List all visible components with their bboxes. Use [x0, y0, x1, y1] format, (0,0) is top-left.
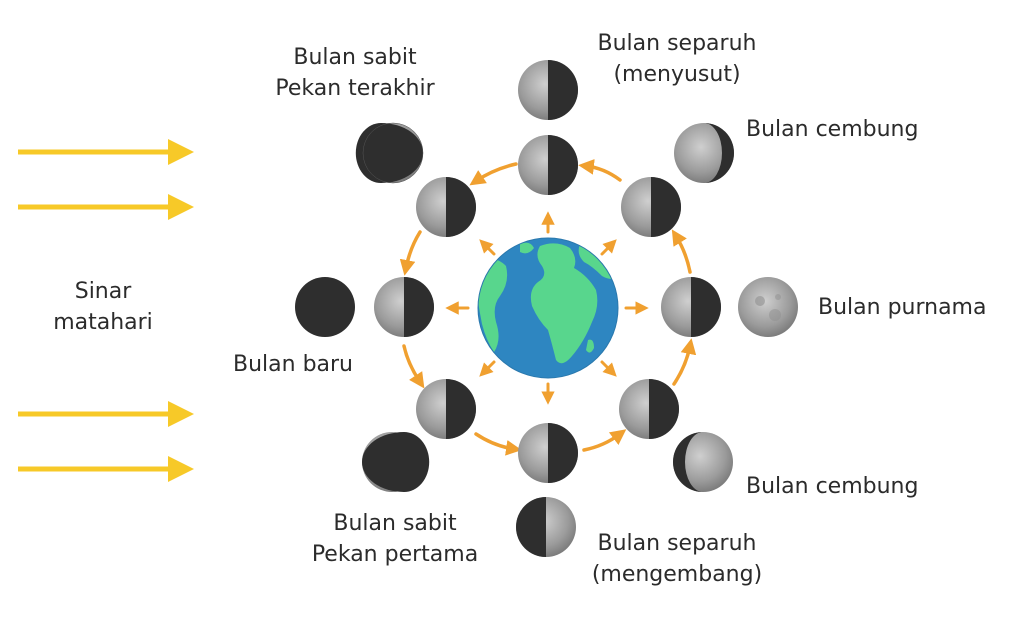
orbit-arrow-icon [479, 239, 496, 256]
orbit-arrow-icon [582, 429, 627, 452]
orbit-arrow-icon [600, 239, 617, 256]
sun-ray-arrow-icon [18, 456, 194, 482]
moon-phase-icon [738, 277, 798, 337]
moon-phase-icon [355, 122, 424, 184]
sun-label: Sinar matahari [53, 276, 153, 338]
orbit-arrow-icon [672, 338, 697, 386]
label-line: Bulan purnama [818, 295, 987, 320]
moon-phase-icon [374, 277, 434, 337]
sun-label-line: matahari [53, 310, 153, 335]
label-third-quarter: Bulan separuh (menyusut) [598, 28, 757, 90]
label-line: Bulan separuh [597, 531, 757, 556]
moon-phase-icon [416, 177, 476, 237]
moon-phase-icon [518, 423, 578, 483]
label-waxing-crescent: Bulan sabit Pekan pertama [312, 508, 478, 570]
label-full-moon: Bulan purnama [818, 292, 986, 323]
label-first-quarter: Bulan separuh (mengembang) [592, 528, 762, 590]
label-waning-crescent: Bulan sabit Pekan terakhir [275, 42, 434, 104]
moon-phase-icon [516, 497, 576, 557]
sun-ray-arrow-icon [18, 401, 194, 427]
label-gibbous-top: Bulan cembung [746, 114, 918, 145]
label-gibbous-bottom: Bulan cembung [746, 471, 918, 502]
label-line: Bulan sabit [293, 45, 417, 70]
inner-moons [374, 135, 721, 483]
sun-ray-arrow-icon [18, 194, 194, 220]
orbit-arrow-icon [474, 432, 522, 456]
orbit-arrow-icon [399, 230, 422, 276]
orbit-arrows [399, 159, 697, 456]
sun-ray-arrow-icon [18, 139, 194, 165]
moon-phase-icon [518, 60, 578, 120]
moon-phase-icon [619, 379, 679, 439]
moon-phase-icon [673, 432, 733, 492]
orbit-arrow-icon [402, 344, 425, 389]
label-line: (menyusut) [613, 62, 741, 87]
outer-moons [295, 60, 798, 557]
orbit-arrow-icon [600, 360, 617, 377]
label-line: (mengembang) [591, 562, 763, 587]
label-new-moon: Bulan baru [233, 349, 353, 380]
label-line: Bulan separuh [597, 31, 757, 56]
earth-icon [477, 237, 619, 379]
orbit-arrow-icon [578, 159, 622, 182]
orbit-arrow-icon [479, 360, 496, 377]
moon-phase-icon [295, 277, 355, 337]
label-line: Bulan cembung [746, 117, 919, 142]
sun-label-line: Sinar [74, 279, 132, 304]
moon-phase-icon [621, 177, 681, 237]
moon-phase-icon [518, 135, 578, 195]
moon-phase-icon [674, 123, 734, 183]
sun-rays [18, 139, 194, 482]
orbit-arrow-icon [671, 229, 692, 274]
label-line: Bulan sabit [333, 511, 457, 536]
label-line: Bulan baru [233, 352, 354, 377]
orbit-arrow-icon [469, 162, 518, 186]
radial-arrows [445, 211, 649, 405]
label-line: Pekan pertama [311, 542, 479, 567]
moon-phase-icon [416, 379, 476, 439]
moon-phase-icon [362, 432, 430, 492]
label-line: Bulan cembung [746, 474, 919, 499]
label-line: Pekan terakhir [275, 76, 435, 101]
moon-phase-icon [661, 277, 721, 337]
